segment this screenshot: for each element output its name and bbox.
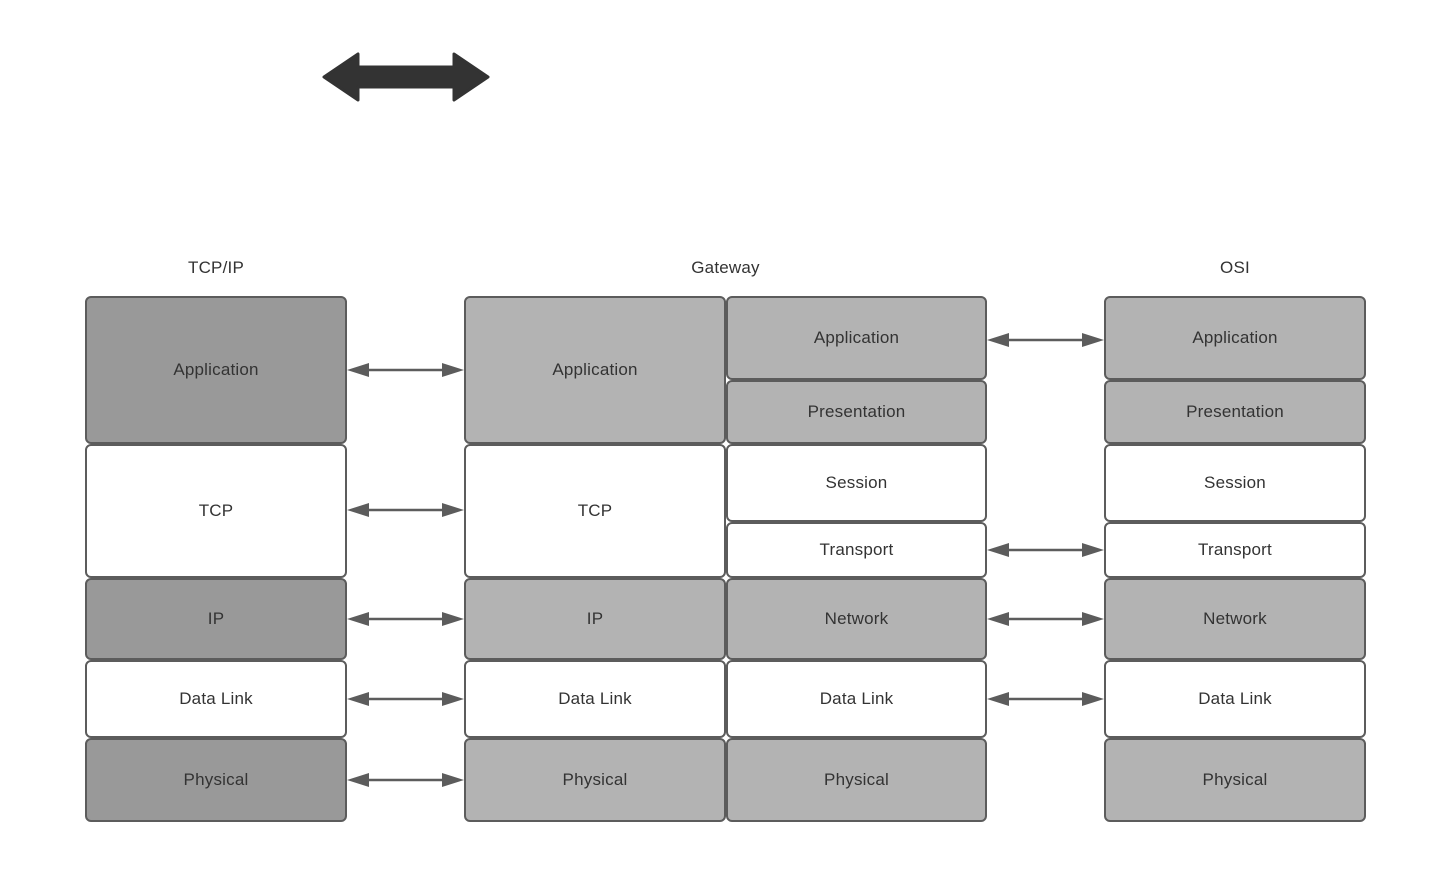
layer-osi-data-link[interactable]: Data Link [1104,660,1366,738]
layer-tcpip-data-link[interactable]: Data Link [85,660,347,738]
layer-osi-network[interactable]: Network [1104,578,1366,660]
connector-gateway-osi-application [987,331,1104,349]
bidirectional-block-arrow-icon [322,48,490,106]
column-header-tcpip: TCP/IP [188,258,244,277]
connector-tcpip-gateway-physical [347,771,464,789]
layer-gateway-data-link[interactable]: Data Link [464,660,726,738]
layer-gateway-osi-data-link[interactable]: Data Link [726,660,987,738]
layer-gateway-osi-presentation[interactable]: Presentation [726,380,987,444]
layer-osi-transport[interactable]: Transport [1104,522,1366,578]
layer-osi-physical[interactable]: Physical [1104,738,1366,822]
layer-gateway-application[interactable]: Application [464,296,726,444]
layer-osi-session[interactable]: Session [1104,444,1366,522]
layer-gateway-tcp[interactable]: TCP [464,444,726,578]
layer-gateway-osi-network[interactable]: Network [726,578,987,660]
layer-gateway-osi-transport[interactable]: Transport [726,522,987,578]
layer-tcpip-ip[interactable]: IP [85,578,347,660]
column-header-osi: OSI [1220,258,1250,277]
layer-tcpip-physical[interactable]: Physical [85,738,347,822]
connector-gateway-osi-network [987,610,1104,628]
layer-tcpip-application[interactable]: Application [85,296,347,444]
layer-gateway-osi-application[interactable]: Application [726,296,987,380]
connector-gateway-osi-transport [987,541,1104,559]
connector-gateway-osi-data-link [987,690,1104,708]
layer-gateway-physical[interactable]: Physical [464,738,726,822]
layer-tcpip-tcp[interactable]: TCP [85,444,347,578]
layer-gateway-osi-physical[interactable]: Physical [726,738,987,822]
layer-osi-presentation[interactable]: Presentation [1104,380,1366,444]
layer-osi-application[interactable]: Application [1104,296,1366,380]
connector-tcpip-gateway-application [347,361,464,379]
layer-gateway-ip[interactable]: IP [464,578,726,660]
layer-gateway-osi-session[interactable]: Session [726,444,987,522]
column-header-gateway: Gateway [691,258,760,277]
connector-tcpip-gateway-data-link [347,690,464,708]
connector-tcpip-gateway-ip [347,610,464,628]
connector-tcpip-gateway-tcp [347,501,464,519]
